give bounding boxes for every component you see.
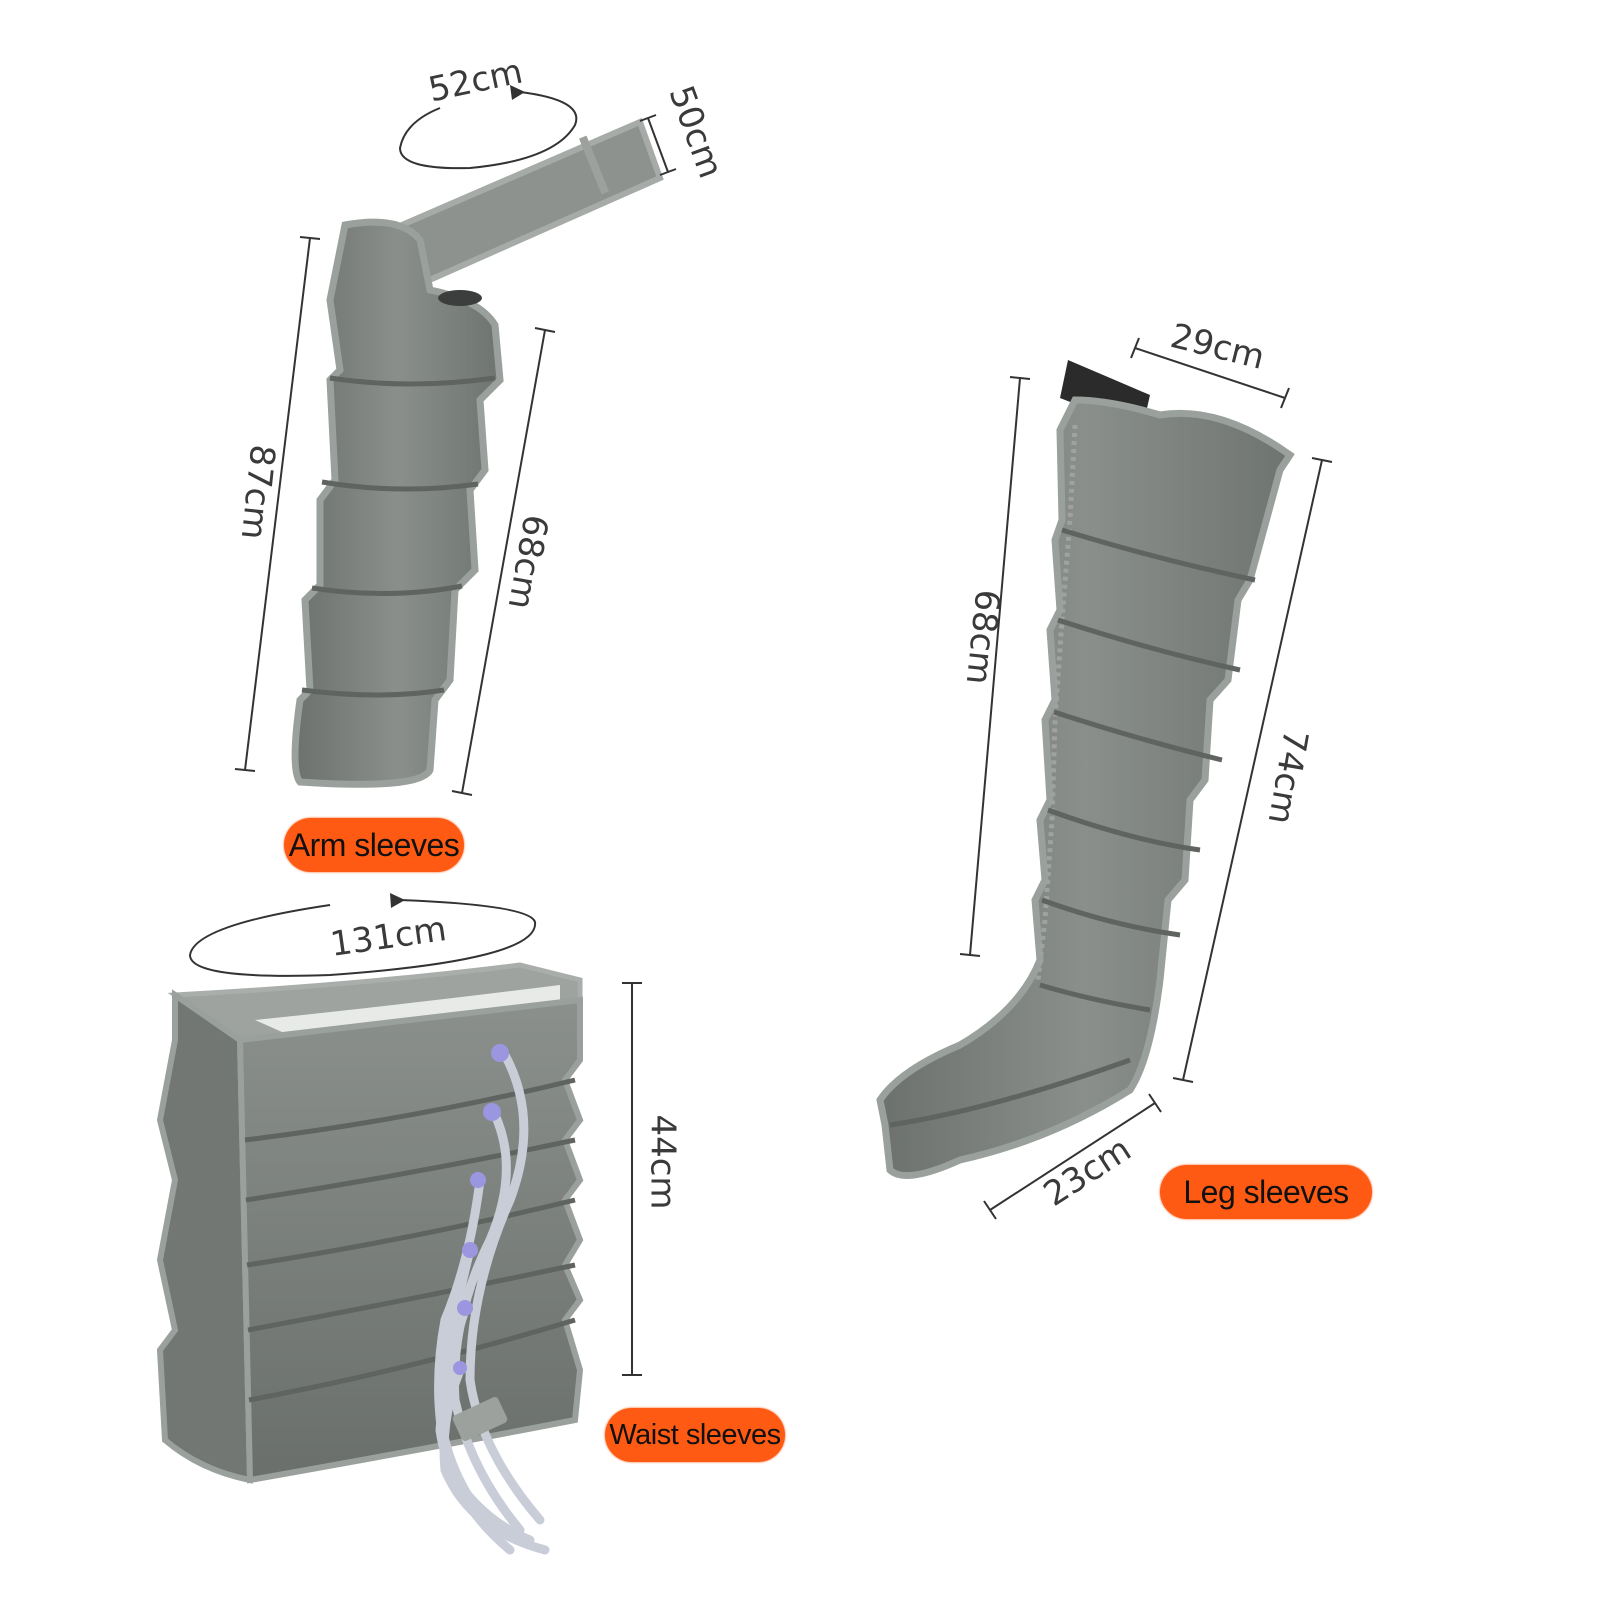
arrowhead xyxy=(390,893,405,908)
waist-chamber-line xyxy=(245,1137,576,1203)
waist-height-label: 44cm xyxy=(642,1114,683,1210)
arm-chamber-line xyxy=(301,687,445,698)
dim-tick xyxy=(1009,376,1031,380)
leg-chamber-line xyxy=(889,1057,1131,1128)
waist-chamber-line xyxy=(246,1197,576,1268)
dim-tick xyxy=(451,790,473,796)
leg-outer-dim-line xyxy=(1182,459,1323,1081)
leg-inner-length-label: 68cm xyxy=(957,587,1008,687)
arm-sleeves-badge: Arm sleeves xyxy=(284,818,464,872)
arm-chamber-line xyxy=(321,479,479,492)
leg-foot-dim-line xyxy=(989,1102,1156,1211)
waist-circumference-arrow xyxy=(188,899,537,977)
leg-chamber-line xyxy=(1039,982,1151,1013)
waist-chamber-line xyxy=(244,1077,576,1143)
leg-top-dim-line xyxy=(1134,347,1286,399)
strap-seam xyxy=(579,135,609,195)
leg-sleeve xyxy=(876,337,1333,1220)
arm-circumference-arrow xyxy=(398,91,578,170)
dim-tick xyxy=(299,236,321,240)
dim-tick xyxy=(534,327,556,333)
dim-tick xyxy=(1172,1077,1194,1083)
waist-front-panel xyxy=(236,996,584,1484)
waist-side-panel xyxy=(156,989,254,1484)
arm-strap xyxy=(390,117,664,286)
dim-tick xyxy=(659,168,677,176)
arm-inner-dim-line xyxy=(461,329,546,794)
waist-chamber-line xyxy=(248,1317,576,1403)
leg-inner-dim-line xyxy=(969,377,1021,956)
dim-tick xyxy=(639,114,657,122)
leg-chamber-line xyxy=(1057,617,1241,673)
arm-sleeve xyxy=(234,85,677,796)
leg-sleeve-body xyxy=(876,396,1295,1180)
waist-sleeves-badge: Waist sleeves xyxy=(605,1408,785,1462)
arrowhead xyxy=(510,85,525,100)
leg-chamber-line xyxy=(1061,527,1256,583)
leg-sleeves-badge: Leg sleeves xyxy=(1160,1165,1372,1219)
dim-tick xyxy=(234,768,256,772)
arm-chamber-line xyxy=(329,375,496,387)
waist-sleeve xyxy=(156,893,642,1555)
leg-chamber-line xyxy=(1053,709,1223,763)
tube-connectors xyxy=(453,1044,509,1375)
strap-dim-line xyxy=(647,117,669,173)
leg-chamber-line xyxy=(1041,897,1181,938)
arm-sleeve-body xyxy=(291,218,504,788)
tube-clip xyxy=(452,1397,508,1441)
dim-tick xyxy=(1280,387,1290,409)
waist-chamber-line xyxy=(247,1262,576,1333)
dim-tick xyxy=(959,953,981,957)
dim-tick xyxy=(1130,337,1140,359)
dim-tick xyxy=(1148,1093,1162,1113)
arm-outer-length-label: 87cm xyxy=(232,442,283,542)
arm-chamber-line xyxy=(311,583,463,597)
arm-opening xyxy=(438,290,482,306)
dim-tick xyxy=(1311,457,1333,463)
arm-outer-dim-line xyxy=(244,237,311,771)
leg-chamber-line xyxy=(1047,807,1201,853)
dim-tick xyxy=(983,1200,997,1220)
